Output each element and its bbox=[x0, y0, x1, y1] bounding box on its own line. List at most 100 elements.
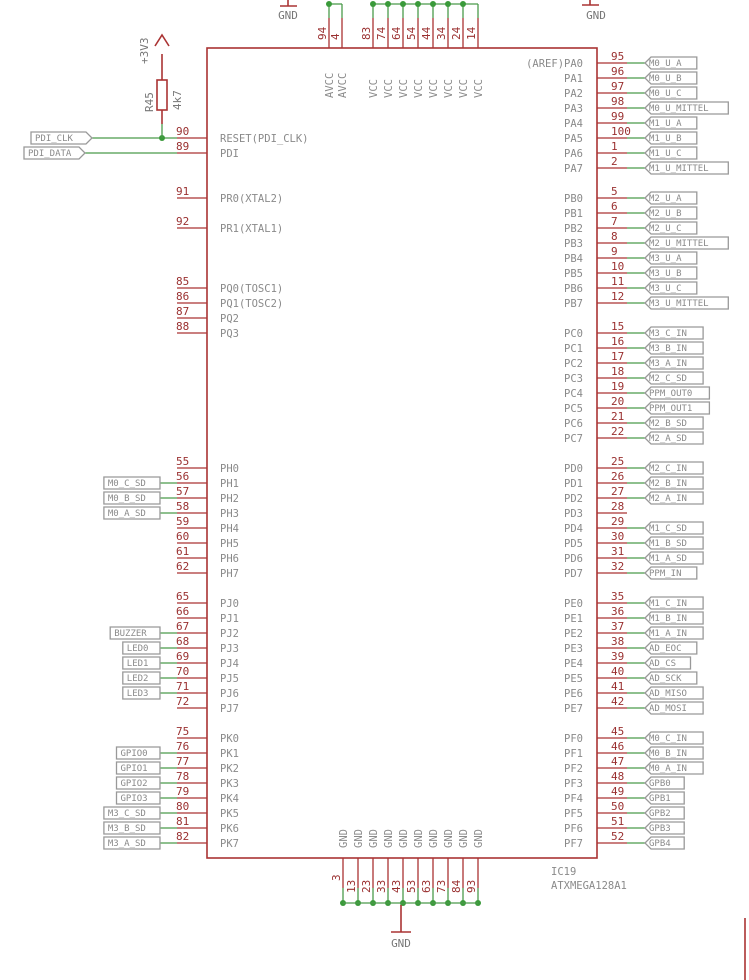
pin-number-pc7: 22 bbox=[611, 425, 624, 438]
net-flag-m0-u-a: M0_U_A bbox=[644, 56, 698, 70]
pin-name-pb6: PB6 bbox=[564, 283, 583, 295]
net-label-ad-eoc: AD_EOC bbox=[649, 644, 682, 654]
net-flag-m0-a-in: M0_A_IN bbox=[644, 761, 704, 775]
net-flag-shape-led2 bbox=[122, 671, 161, 685]
net-flag-shape-m3-u-mittel bbox=[644, 296, 729, 310]
net-flag-m2-a-in: M2_A_IN bbox=[644, 491, 704, 505]
pin-name-pa7: PA7 bbox=[564, 163, 583, 175]
net-flag-shape-m0-u-mittel bbox=[644, 101, 729, 115]
net-label-m3-b-in: M3_B_IN bbox=[649, 344, 687, 354]
net-flag-m3-a-sd: M3_A_SD bbox=[103, 836, 161, 850]
pin-name-pb5: PB5 bbox=[564, 268, 583, 280]
pin-name-pd0: PD0 bbox=[564, 463, 583, 475]
pin-number-pf5: 50 bbox=[611, 800, 624, 813]
pin-number-pk7: 82 bbox=[176, 830, 189, 843]
net-flag-shape-led3 bbox=[122, 686, 161, 700]
net-flag-shape-ad-miso bbox=[644, 686, 704, 700]
pin-number-pc4: 19 bbox=[611, 380, 624, 393]
net-flag-m1-c-sd: M1_C_SD bbox=[644, 521, 704, 535]
pin-name-pk7: PK7 bbox=[220, 838, 239, 850]
net-flag-m3-b-sd: M3_B_SD bbox=[103, 821, 161, 835]
net-label-m0-u-mittel: M0_U_MITTEL bbox=[649, 104, 709, 114]
net-flag-led2: LED2 bbox=[122, 671, 161, 685]
net-label-m2-a-sd: M2_A_SD bbox=[649, 434, 687, 444]
net-label-m2-b-sd: M2_B_SD bbox=[649, 419, 687, 429]
gnd-label-top-left: GND bbox=[278, 9, 298, 22]
net-label-m3-a-in: M3_A_IN bbox=[649, 359, 687, 369]
pin-name-bottom-3: GND bbox=[338, 829, 350, 848]
net-flag-m1-c-in: M1_C_IN bbox=[644, 596, 704, 610]
pin-number-pd0: 25 bbox=[611, 455, 624, 468]
pin-number-ph7: 62 bbox=[176, 560, 189, 573]
pin-number-pa2: 97 bbox=[611, 80, 624, 93]
net-flag-shape-m1-u-mittel bbox=[644, 161, 729, 175]
pin-number-pk0: 75 bbox=[176, 725, 189, 738]
net-flag-shape-pdi-clk bbox=[30, 131, 93, 145]
net-label-m0-c-sd: M0_C_SD bbox=[108, 479, 146, 489]
pin-number-pb0: 5 bbox=[611, 185, 618, 198]
net-flag-shape-m1-b-in bbox=[644, 611, 704, 625]
net-flag-m1-b-in: M1_B_IN bbox=[644, 611, 704, 625]
net-label-m0-a-in: M0_A_IN bbox=[649, 764, 687, 774]
resistor-value: 4k7 bbox=[171, 90, 184, 110]
pin-name-pj4: PJ4 bbox=[220, 658, 239, 670]
net-label-pdi-clk: PDI_CLK bbox=[35, 134, 74, 144]
pin-number-pc0: 15 bbox=[611, 320, 624, 333]
pin-name-pq3: PQ3 bbox=[220, 328, 239, 340]
net-flag-shape-m1-b-sd bbox=[644, 536, 704, 550]
net-flag-shape-m2-u-a bbox=[644, 191, 698, 205]
pin-name-ph2: PH2 bbox=[220, 493, 239, 505]
net-label-ad-sck: AD_SCK bbox=[649, 674, 682, 684]
net-flag-shape-m0-c-in bbox=[644, 731, 704, 745]
net-flag-gpb2: GPB2 bbox=[644, 806, 685, 820]
pin-name-top-44: VCC bbox=[428, 79, 440, 98]
pin-number-pd5: 30 bbox=[611, 530, 624, 543]
pin-name-pc7: PC7 bbox=[564, 433, 583, 445]
pin-number-pc1: 16 bbox=[611, 335, 624, 348]
pin-name-pb4: PB4 bbox=[564, 253, 583, 265]
pin-name-pa4: PA4 bbox=[564, 118, 583, 130]
net-flag-shape-pdi-data bbox=[23, 146, 86, 160]
pin-name-pf5: PF5 bbox=[564, 808, 583, 820]
pin-number-pj0: 65 bbox=[176, 590, 189, 603]
pin-name-pk3: PK3 bbox=[220, 778, 239, 790]
net-flag-m3-u-mittel: M3_U_MITTEL bbox=[644, 296, 729, 310]
pin-name-pb0: PB0 bbox=[564, 193, 583, 205]
pin-name-pj1: PJ1 bbox=[220, 613, 239, 625]
net-label-m2-u-b: M2_U_B bbox=[649, 209, 682, 219]
junction-dot-vcc-2 bbox=[400, 1, 406, 7]
ic-ref: IC19 bbox=[551, 866, 576, 878]
pin-name-pr1-xtal1: PR1(XTAL1) bbox=[220, 223, 283, 235]
net-flag-m3-c-in: M3_C_IN bbox=[644, 326, 704, 340]
net-flag-shape-m2-a-sd bbox=[644, 431, 704, 445]
pin-number-pj3: 68 bbox=[176, 635, 189, 648]
pin-number-bottom-63: 63 bbox=[420, 880, 433, 893]
net-label-m3-u-a: M3_U_A bbox=[649, 254, 682, 264]
pin-number-pe3: 38 bbox=[611, 635, 624, 648]
net-label-gpio0: GPIO0 bbox=[121, 749, 148, 759]
pin-number-pe7: 42 bbox=[611, 695, 624, 708]
pin-name-pj5: PJ5 bbox=[220, 673, 239, 685]
pin-name-bottom-84: GND bbox=[458, 829, 470, 848]
pin-number-pr0-xtal2: 91 bbox=[176, 185, 189, 198]
pin-name-pq1-tosc2: PQ1(TOSC2) bbox=[220, 298, 283, 310]
pin-number-pj4: 69 bbox=[176, 650, 189, 663]
pin-name-top-14: VCC bbox=[473, 79, 485, 98]
pin-number-ph2: 57 bbox=[176, 485, 189, 498]
net-label-buzzer: BUZZER bbox=[114, 629, 147, 639]
pin-name-pk5: PK5 bbox=[220, 808, 239, 820]
pin-name-pk2: PK2 bbox=[220, 763, 239, 775]
pin-name-pe2: PE2 bbox=[564, 628, 583, 640]
net-label-m1-c-in: M1_C_IN bbox=[649, 599, 687, 609]
net-flag-shape-m3-c-in bbox=[644, 326, 704, 340]
net-flag-shape-m1-u-b bbox=[644, 131, 698, 145]
pin-name-bottom-23: GND bbox=[368, 829, 380, 848]
pin-number-bottom-84: 84 bbox=[450, 879, 463, 893]
net-label-m0-b-sd: M0_B_SD bbox=[108, 494, 146, 504]
net-flag-led3: LED3 bbox=[122, 686, 161, 700]
pin-number-ph1: 56 bbox=[176, 470, 189, 483]
supply-3v3-arrow-icon bbox=[154, 33, 170, 47]
gnd-label-top-right: GND bbox=[586, 9, 606, 22]
net-flag-shape-m1-a-in bbox=[644, 626, 704, 640]
pin-number-pf4: 49 bbox=[611, 785, 624, 798]
